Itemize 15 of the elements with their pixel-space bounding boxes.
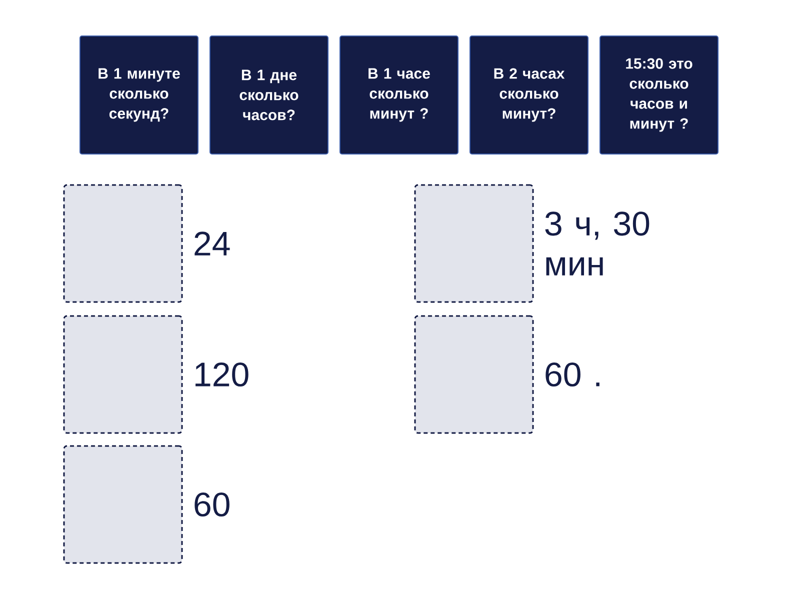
question-card: В 1 часе сколько минут ? xyxy=(340,36,458,154)
answer-text: 3 ч, 30 мин xyxy=(545,212,650,276)
drop-box xyxy=(63,445,183,564)
answer-text: 120 xyxy=(196,362,248,387)
question-card: В 1 дне сколько часов? xyxy=(210,36,328,154)
answer-text: 60 . xyxy=(546,362,600,387)
drop-box xyxy=(414,315,534,434)
question-card: 15:30 это сколько часов и минут ? xyxy=(600,36,718,154)
question-card: В 1 минуте сколько секунд? xyxy=(80,36,198,154)
drop-box xyxy=(414,184,534,303)
question-card: В 2 часах сколько минут? xyxy=(470,36,588,154)
answer-text: 60 xyxy=(194,492,230,517)
drop-box xyxy=(63,184,183,303)
answer-text: 24 xyxy=(194,232,230,256)
drop-box xyxy=(63,315,183,434)
